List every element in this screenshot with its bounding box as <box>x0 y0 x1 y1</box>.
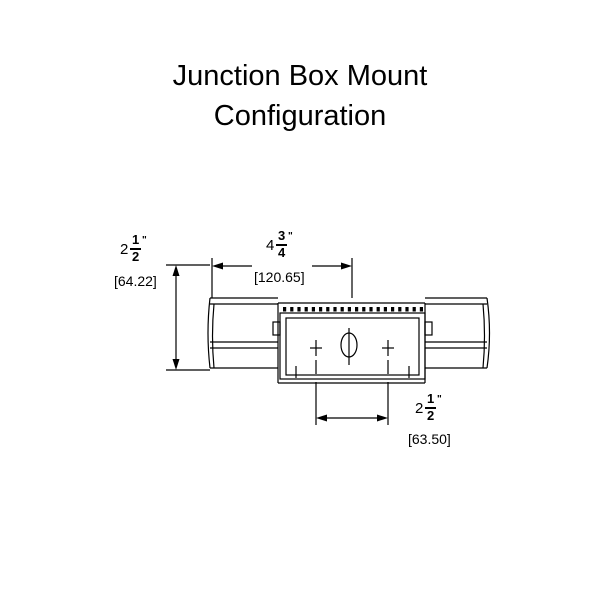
knockout-dot <box>355 307 359 312</box>
knockout-dot <box>398 307 402 312</box>
knockout-dot <box>391 307 395 312</box>
knockout-dot <box>340 307 344 312</box>
knockout-dot <box>297 307 301 312</box>
knockout-dot <box>405 307 409 312</box>
right-mounting-bar <box>425 297 491 369</box>
knockout-dot <box>419 307 423 312</box>
width-whole: 4 <box>266 237 275 254</box>
knockout-dot <box>383 307 387 312</box>
knockout-dot <box>362 307 366 312</box>
title-line-1: Junction Box Mount <box>172 60 428 92</box>
height-whole: 2 <box>120 241 129 258</box>
height-dimension-line <box>166 264 210 371</box>
knockout-dot <box>347 307 351 312</box>
height-numerator: 1 <box>132 232 140 247</box>
hole-spacing-unit: " <box>437 394 442 405</box>
height-metric: [64.22] <box>114 273 157 289</box>
knockout-dot <box>283 307 287 312</box>
height-unit: " <box>142 235 147 246</box>
width-metric: [120.65] <box>254 269 305 285</box>
hole-spacing-denominator: 2 <box>427 408 435 423</box>
knockout-dot <box>326 307 330 312</box>
title-line-2: Configuration <box>213 100 387 132</box>
knockout-dot <box>376 307 380 312</box>
knockout-dot <box>290 307 294 312</box>
junction-box-body <box>272 302 433 384</box>
knockout-dot <box>412 307 416 312</box>
hole-spacing-numerator: 1 <box>427 391 435 406</box>
knockout-dot <box>311 307 315 312</box>
width-unit: " <box>288 231 293 242</box>
left-mounting-bar <box>207 297 278 369</box>
width-dimension-line <box>211 258 353 298</box>
width-denominator: 4 <box>278 245 286 260</box>
knockout-dot <box>304 307 308 312</box>
knockout-dot <box>369 307 373 312</box>
mounting-hole-left <box>310 340 322 374</box>
knockout-dot <box>333 307 337 312</box>
knockout-dot <box>319 307 323 312</box>
hole-spacing-dimension-line <box>315 382 389 425</box>
top-knockout-dots <box>283 307 423 312</box>
width-numerator: 3 <box>278 228 286 243</box>
mounting-hole-right <box>382 340 394 374</box>
hole-spacing-whole: 2 <box>415 400 424 417</box>
hole-spacing-metric: [63.50] <box>408 431 451 447</box>
height-denominator: 2 <box>132 249 140 264</box>
